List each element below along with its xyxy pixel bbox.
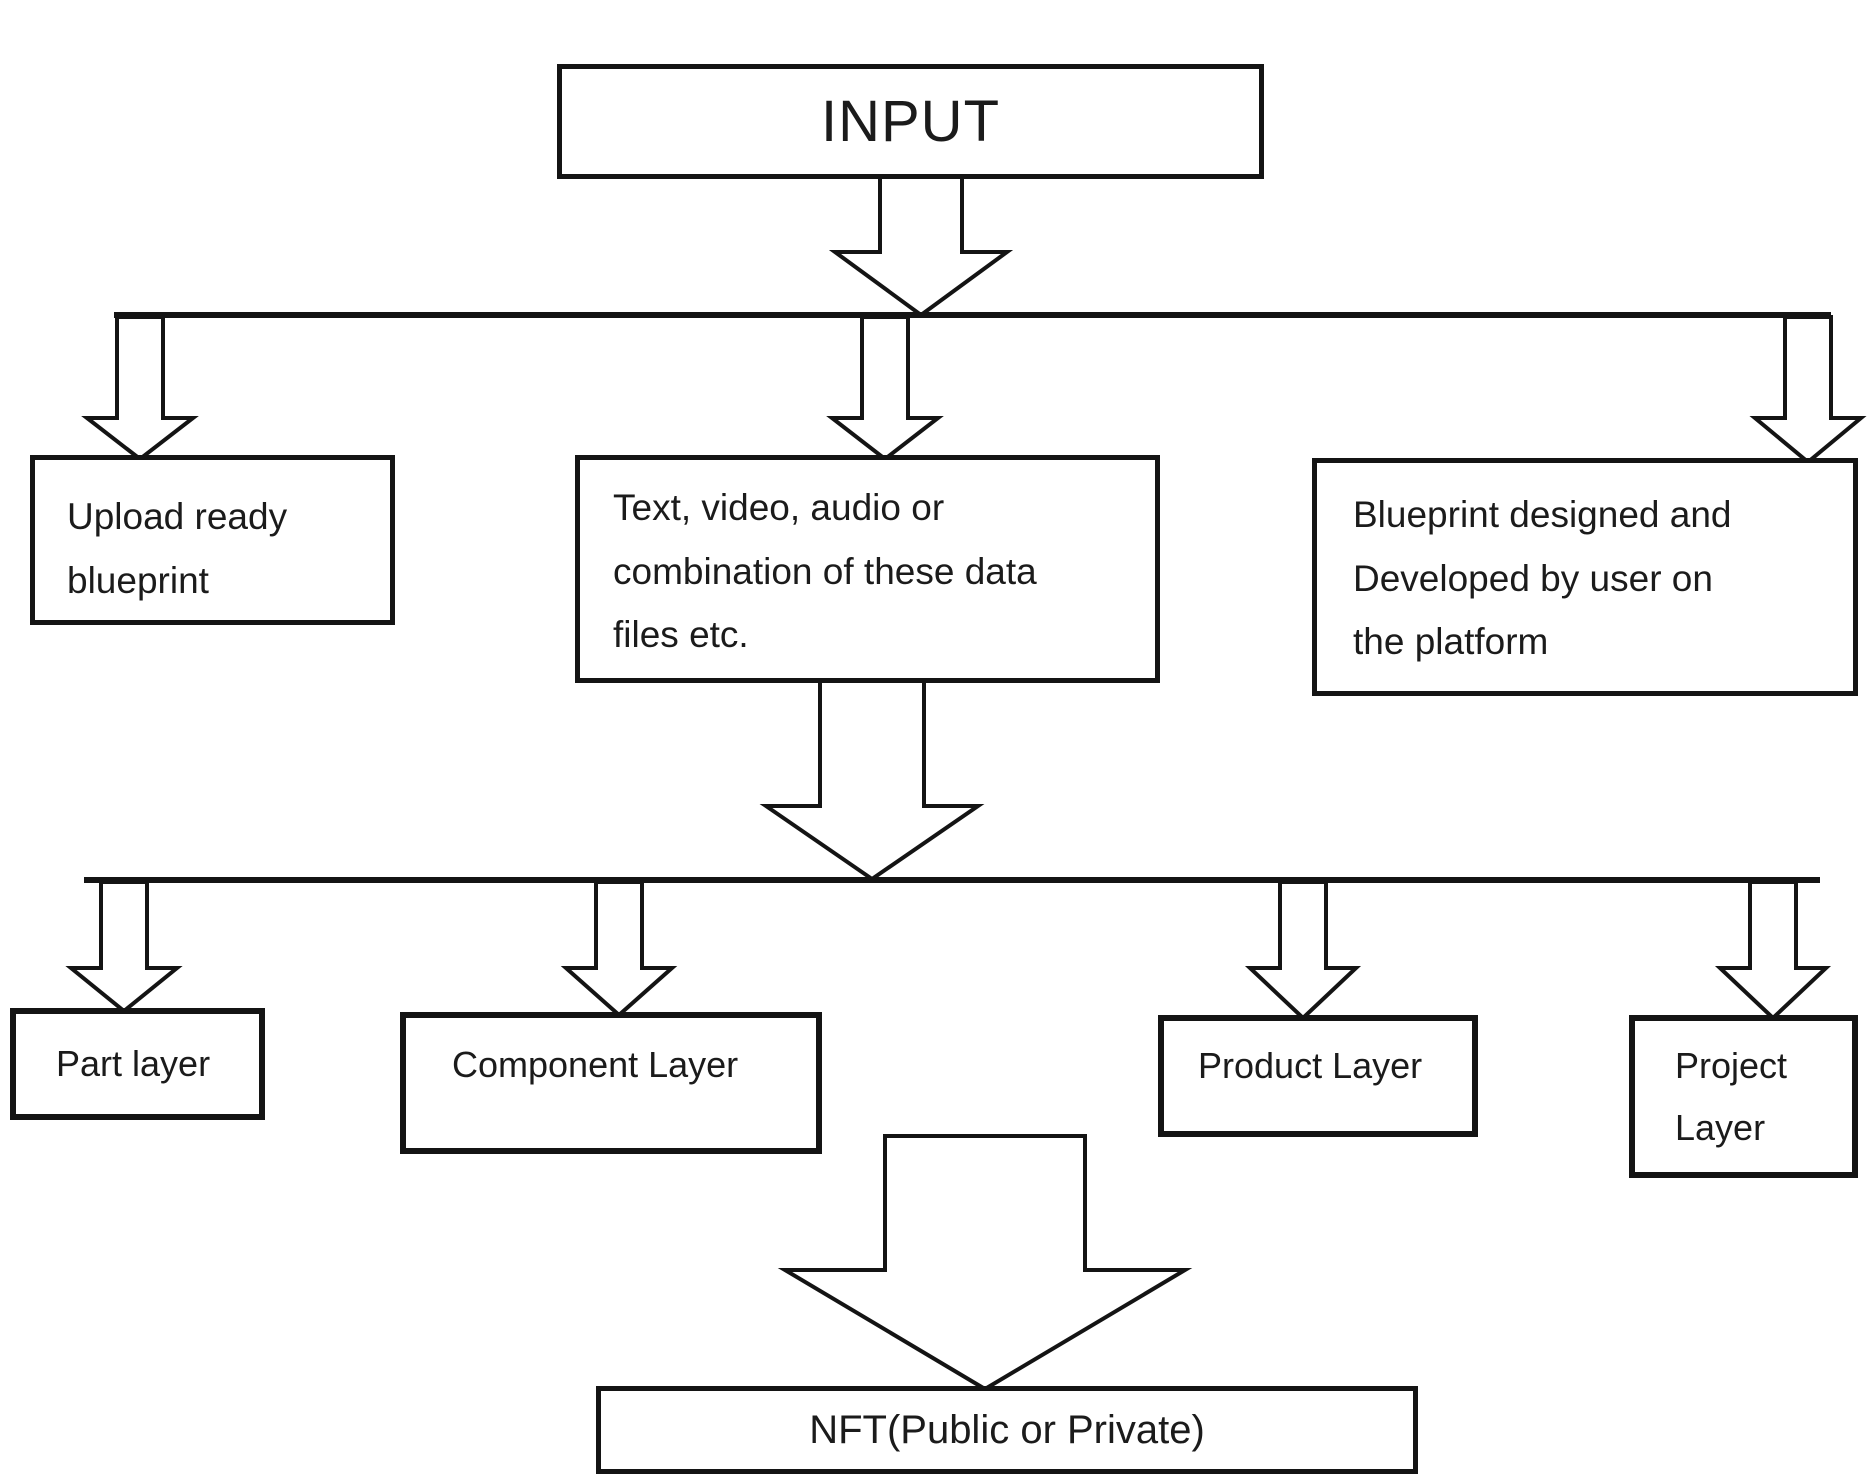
node-blueprint-label: Blueprint designed and Developed by user… [1353, 494, 1732, 663]
node-part-label: Part layer [56, 1043, 211, 1085]
arrow-branch2-to-project [1714, 880, 1832, 1021]
node-nft-label: NFT(Public or Private) [809, 1407, 1205, 1452]
arrow-branch1-to-media [826, 315, 944, 462]
node-nft: NFT(Public or Private) [596, 1386, 1418, 1474]
arrow-branch1-to-upload [81, 315, 199, 462]
node-upload-label: Upload ready blueprint [67, 496, 288, 601]
node-part-layer: Part layer [10, 1008, 265, 1120]
node-project-label: Project Layer [1675, 1045, 1788, 1148]
node-product-label: Product Layer [1198, 1045, 1423, 1086]
arrow-branch2-to-product [1244, 880, 1362, 1021]
arrow-branch1-to-blueprint [1749, 315, 1867, 465]
node-blueprint-designed: Blueprint designed and Developed by user… [1312, 458, 1858, 696]
node-text-video-audio: Text, video, audio or combination of the… [575, 455, 1160, 683]
arrow-media-to-branch2 [759, 676, 985, 882]
node-media-label: Text, video, audio or combination of the… [613, 487, 1037, 656]
arrow-branch2-to-part [65, 880, 183, 1014]
arrow-branch2-to-component [560, 880, 678, 1018]
node-component-label: Component Layer [452, 1044, 739, 1085]
node-input: INPUT [557, 64, 1264, 179]
node-product-layer: Product Layer [1158, 1015, 1478, 1137]
node-upload-ready-blueprint: Upload ready blueprint [30, 455, 395, 625]
node-input-label: INPUT [821, 88, 1000, 154]
node-component-layer: Component Layer [400, 1012, 822, 1154]
arrow-layers-to-nft [777, 1134, 1193, 1392]
node-project-layer: Project Layer [1629, 1015, 1858, 1178]
arrow-input-to-branch1 [828, 173, 1014, 318]
